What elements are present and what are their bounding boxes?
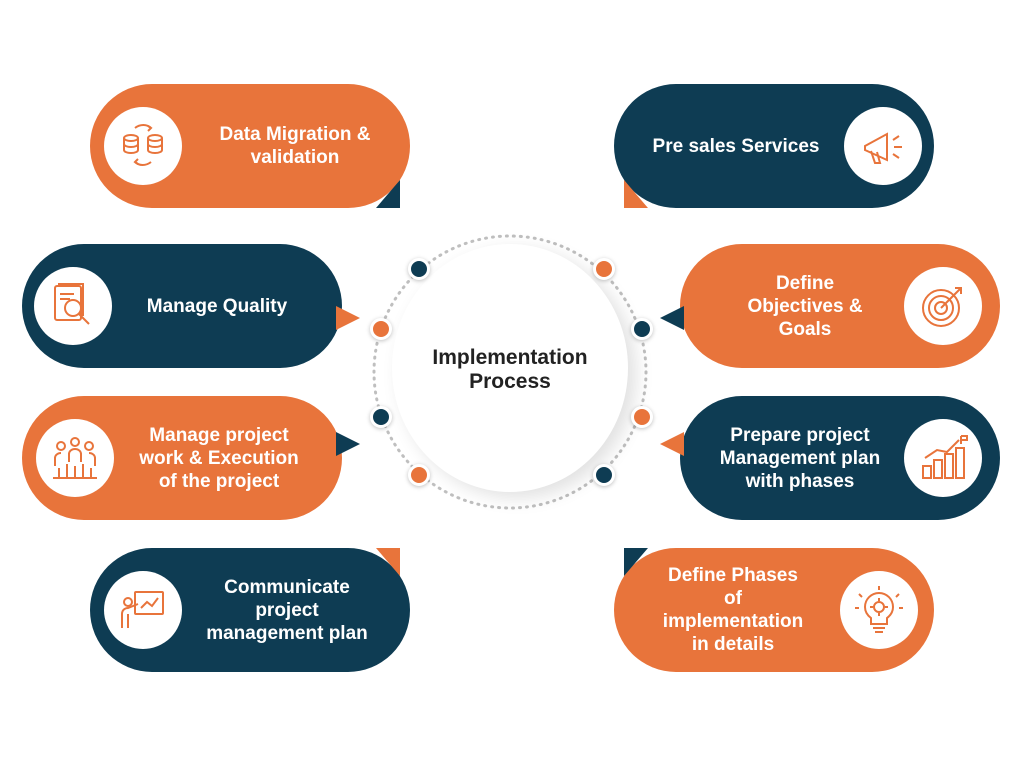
presentation-icon — [121, 591, 164, 628]
connector-dot — [370, 406, 392, 428]
connector-dot — [631, 318, 653, 340]
pill-pointer — [336, 432, 360, 456]
center-title: Implementation Process — [432, 346, 588, 393]
icon-circle — [104, 107, 182, 185]
megaphone-icon — [864, 132, 902, 164]
connector-dot — [370, 318, 392, 340]
connector-dot — [593, 258, 615, 280]
team-icon — [53, 437, 97, 479]
database-sync-icon — [123, 124, 163, 166]
connector-dot — [408, 464, 430, 486]
document-magnifier-icon — [54, 283, 90, 325]
pill-pointer — [624, 180, 648, 208]
icon-circle — [34, 267, 112, 345]
pill-pointer — [660, 432, 684, 456]
step-label: Data Migration &validation — [219, 124, 371, 168]
pill-pointer — [336, 306, 360, 330]
icon-circle — [36, 419, 114, 497]
center-disc — [392, 244, 628, 492]
icon-circle — [840, 571, 918, 649]
pill-pointer — [376, 548, 400, 576]
target-icon — [922, 287, 962, 327]
icon-circle — [104, 571, 182, 649]
icon-circle — [904, 267, 982, 345]
lightbulb-gear-icon — [855, 586, 903, 633]
pill-pointer — [660, 306, 684, 330]
step-label: Pre sales Services — [652, 135, 820, 157]
growth-chart-icon — [922, 435, 968, 479]
connector-dot — [631, 406, 653, 428]
step-label: Manage Quality — [146, 295, 288, 317]
connector-dot — [593, 464, 615, 486]
pill-pointer — [624, 548, 648, 576]
connector-dot — [408, 258, 430, 280]
pill-pointer — [376, 180, 400, 208]
icon-circle — [844, 107, 922, 185]
icon-circle — [904, 419, 982, 497]
